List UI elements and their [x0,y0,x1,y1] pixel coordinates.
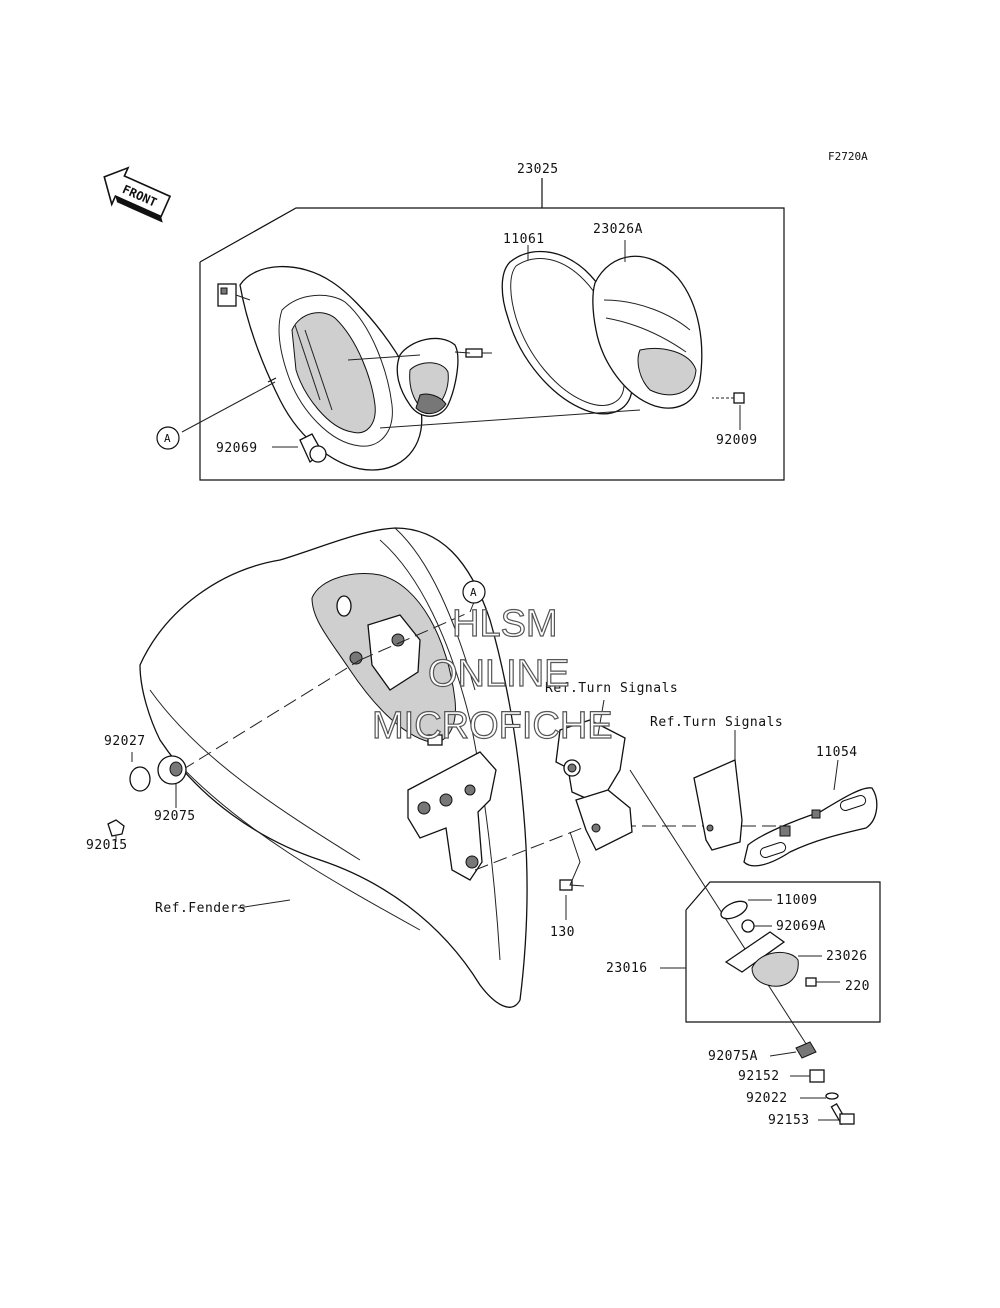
part-label-11009: 11009 [776,893,818,908]
part-label-92075: 92075 [154,809,196,824]
rear-fender: Ref.Fenders [139,527,528,1008]
bottom-fastener-stack: 92075A 92152 92022 92153 [708,1041,855,1128]
part-label-92015: 92015 [86,838,128,853]
bulb-92069 [299,433,327,464]
wire-connector [217,283,237,307]
part-label-92022: 92022 [746,1091,788,1106]
ref-turn-signals-2: Ref.Turn Signals [650,715,783,730]
part-label-92075A: 92075A [708,1049,758,1064]
part-label-11054: 11054 [816,745,858,760]
part-label-92152: 92152 [738,1069,780,1084]
part-label-11061: 11061 [503,232,545,247]
ref-fenders-label: Ref.Fenders [155,901,247,916]
license-bracket: Ref.Turn Signals [650,715,783,851]
part-label-23016: 23016 [606,961,648,976]
part-label-23026A: 23026A [593,222,643,237]
turn-signal-bracket: Ref.Turn Signals [545,681,678,851]
part-label-23025: 23025 [517,162,559,177]
screw-92009 [712,392,745,404]
screw-130: 130 [550,831,585,940]
watermark-line-1: HLSM [452,603,558,645]
part-label-92027: 92027 [104,734,146,749]
license-lamp-assembly: 23016 11009 92069A 23026 220 [606,769,881,1051]
watermark-line-3: MICROFICHE [372,705,613,747]
bracket-11054: 11054 [743,745,878,867]
tail-lamp-assembly: 23025 11061 23026A [156,162,785,481]
part-label-92153: 92153 [768,1113,810,1128]
part-label-92069: 92069 [216,441,258,456]
callout-a-lower-label: A [470,586,477,599]
ref-turn-signals-1: Ref.Turn Signals [545,681,678,696]
callout-a-lower [462,580,486,604]
callout-a-upper-label: A [164,432,171,445]
part-label-92069A: 92069A [776,919,826,934]
part-label-130: 130 [550,925,575,940]
callout-a-upper [156,426,180,450]
watermark: HLSM ONLINE MICROFICHE [371,602,613,747]
front-arrow-icon: FRONT [103,166,172,223]
part-label-92009: 92009 [716,433,758,448]
watermark-line-2: ONLINE [428,653,569,695]
part-label-23026: 23026 [826,949,868,964]
figure-code: F2720A [828,150,868,163]
grommet-group: 92027 92075 92015 [86,734,196,853]
part-label-220: 220 [845,979,870,994]
